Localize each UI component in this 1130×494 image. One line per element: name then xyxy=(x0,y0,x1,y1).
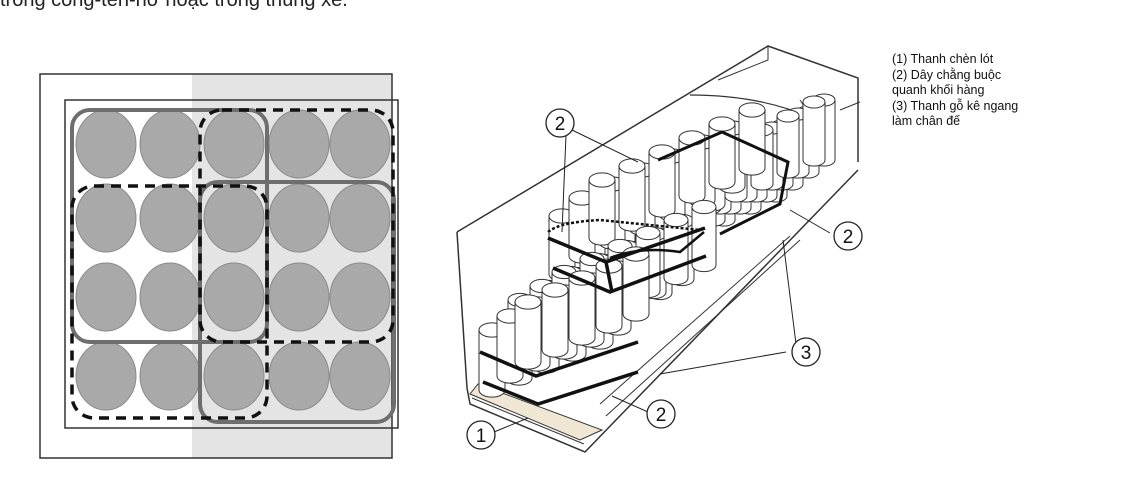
cylinder-load xyxy=(478,93,836,398)
cylinder-r1c4 xyxy=(268,109,330,179)
tube-bottom-81 xyxy=(514,294,542,370)
legend-line-5: làm chân đế xyxy=(892,114,961,128)
securing-straps xyxy=(70,108,396,424)
cylinder-r1c3 xyxy=(203,109,265,179)
cylinder-r2c5 xyxy=(329,183,391,253)
tube-front-48 xyxy=(618,158,646,232)
cylinder-grid xyxy=(75,109,391,411)
cylinder-r3c4 xyxy=(268,262,330,332)
cylinder-r3c2 xyxy=(139,262,201,332)
callout-3-label: 3 xyxy=(801,343,812,364)
tube-bottom-83 xyxy=(568,270,596,346)
cylinder-r4c2 xyxy=(139,341,201,411)
dashed-straps xyxy=(70,108,395,420)
cylinder-r1c1 xyxy=(75,109,137,179)
callout-leaders xyxy=(493,129,831,433)
cylinder-r3c5 xyxy=(329,262,391,332)
tube-front-52 xyxy=(738,102,766,176)
cylinder-r3c1 xyxy=(75,262,137,332)
page-caption: trong công-ten-nơ hoặc trong thùng xe. xyxy=(0,0,348,11)
cylinder-r3c3 xyxy=(203,262,265,332)
callout-1: 1 xyxy=(466,420,496,450)
callout-3: 3 xyxy=(791,337,821,367)
tube-upper-33 xyxy=(776,109,800,179)
tube-bottom-84 xyxy=(595,258,623,334)
cylinder-r2c3 xyxy=(203,183,265,253)
cylinder-r4c5 xyxy=(329,341,391,411)
load-straps-3d xyxy=(479,130,790,406)
cylinder-r1c5 xyxy=(329,109,391,179)
container-illustration xyxy=(456,45,861,453)
tube-front-51 xyxy=(708,116,736,190)
legend-line-4: (3) Thanh gỗ kê ngang xyxy=(892,98,1019,113)
legend-line-3: quanh khối hàng xyxy=(892,83,985,97)
cylinder-r2c2 xyxy=(139,183,201,253)
tube-front-47 xyxy=(588,172,616,246)
legend-line-1: (1) Thanh chèn lót xyxy=(892,52,994,66)
cylinder-r2c4 xyxy=(268,183,330,253)
callout-2-top-label: 2 xyxy=(555,114,566,135)
callout-2-right: 2 xyxy=(833,221,863,251)
cylinder-r4c3 xyxy=(203,341,265,411)
legend: (1) Thanh chèn lót (2) Dây chằng buộc qu… xyxy=(892,52,1018,130)
callout-2-bottom: 2 xyxy=(646,399,676,429)
callout-2-bottom-label: 2 xyxy=(656,405,667,426)
legend-line-2: (2) Dây chằng buộc xyxy=(892,67,1002,82)
tube-lower-70 xyxy=(691,199,717,273)
tube-upper-34 xyxy=(802,95,826,167)
cylinder-r4c4 xyxy=(268,341,330,411)
callout-1-label: 1 xyxy=(476,426,487,447)
tube-bottom-82 xyxy=(541,282,569,358)
callout-2-top: 2 xyxy=(545,108,575,138)
cylinder-r2c1 xyxy=(75,183,137,253)
cylinder-r4c1 xyxy=(75,341,137,411)
callout-2-right-label: 2 xyxy=(843,227,854,248)
cylinder-r1c2 xyxy=(139,109,201,179)
